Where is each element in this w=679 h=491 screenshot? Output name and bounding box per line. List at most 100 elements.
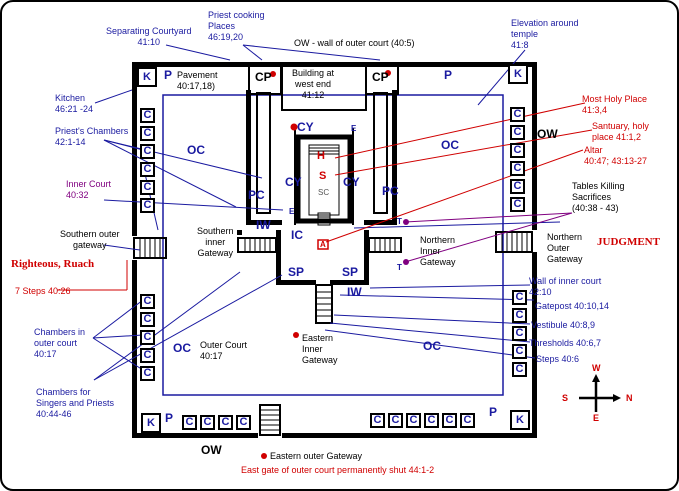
inner-wall-mark-e: IW [347,285,362,299]
gatepost-label: Gatepost 40:10,14 [535,301,610,311]
chamber-ne4: C [512,344,527,359]
table-mark-1: T [397,217,402,226]
cooking-mark-n: CP [372,70,389,84]
outer-court-mark-se: OC [423,339,441,353]
inner-wall-mark-s: IW [256,218,271,232]
altar-letter: A [320,240,326,249]
purple-pointer-lines [404,212,573,263]
courtyard-mark-w: CY [297,120,314,134]
sanctuary-mark: S [319,170,327,182]
separating-mark: SC [318,188,330,197]
gatepost-mark-n: SP [342,265,359,279]
steps-label: Steps 40:6 [536,354,580,364]
outer-court-mark-w: OC [187,143,205,157]
kitchen-label: Kitchen 46:21 -24 [55,93,94,114]
chamber-ne2: C [512,308,527,323]
chamber-sw1: C [140,294,155,309]
priest-cooking-label: Priest cooking Places 46:19,20 [208,10,265,42]
gatepost-mark-s: SP [288,265,305,279]
outer-wall [132,62,537,438]
west-building [281,65,367,111]
pavement-mark-se: P [489,405,498,419]
chamber-b8: C [424,413,439,428]
inner-court-mark: IC [291,228,303,242]
inner-court-label: Inner Court 40:32 [66,179,112,200]
seven-steps-label: 7 Steps 40:26 [15,286,71,296]
vestibule-label: Vestibule 40:8,9 [531,320,596,330]
outer-court-line [162,94,504,396]
compass-e: E [593,413,600,423]
east-gate-shut-label: East gate of outer court permanently shu… [241,465,435,475]
elevation-label: Elevation around temple 41:8 [511,18,579,50]
kitchen-nw: K [137,67,157,87]
chamber-w1: C [140,108,155,123]
chamber-b7: C [406,413,421,428]
outer-court-mark-sw: OC [173,341,191,355]
holy-mark: H [317,150,325,162]
kitchen-ne: K [508,64,528,84]
eastern-outer-label: Eastern outer Gateway [270,451,363,461]
chamber-w2: C [140,126,155,141]
chamber-e6: C [510,197,525,212]
courtyard-mark-s: CY [285,175,302,189]
chamber-b9: C [442,413,457,428]
chamber-b3: C [218,415,233,430]
northern-inner-gateway [368,237,402,253]
eastern-inner-label: Eastern Inner Gateway [302,333,338,365]
red-pointer-lines [57,102,593,291]
chamber-w6: C [140,198,155,213]
elevation-mark-n: E [351,124,357,133]
compass-s: S [562,393,569,403]
pavement-mark-ne: P [444,68,453,82]
chambers-outer-label: Chambers in outer court 40:17 [34,327,86,359]
wall-inner-label: Wall of inner court 42:10 [529,276,602,297]
pavement-mark-nw: P [164,68,173,82]
singers-chambers-label: Chambers for Singers and Priests 40:44-4… [36,387,115,419]
elevation-mark-s: E [289,207,295,216]
markers [261,70,409,459]
chamber-b2: C [200,415,215,430]
northern-outer-gateway [495,231,533,253]
cooking-mark-s: CP [255,70,272,84]
eastern-inner-gateway [315,284,333,324]
chamber-w5: C [140,180,155,195]
southern-inner-label: Southern inner Gateway [197,226,234,258]
pavement-mark-sw: P [165,411,174,425]
southern-outer-gateway [133,237,167,259]
chamber-b10: C [460,413,475,428]
altar-mark [317,239,329,250]
chamber-w4: C [140,162,155,177]
chamber-e3: C [510,143,525,158]
chamber-ne3: C [512,326,527,341]
separating-courtyard-label: Separating Courtyard 41:10 [106,26,192,47]
eastern-outer-gateway [259,404,281,436]
temple-structure [294,128,354,226]
compass-n: N [626,393,633,403]
chamber-sw4: C [140,348,155,363]
outer-wall-bottom-label: OW [201,443,222,457]
chamber-sw3: C [140,330,155,345]
chamber-e1: C [510,107,525,122]
thresholds-label: Thresholds 40:6,7 [529,338,602,348]
courtyard-mark-n: CY [343,175,360,189]
chamber-w3: C [140,144,155,159]
chamber-b6: C [388,413,403,428]
chamber-b4: C [236,415,251,430]
chamber-b1: C [182,415,197,430]
righteous-label: Righteous, Ruach [11,258,95,270]
outer-court-label: Outer Court 40:17 [200,340,248,361]
chamber-b5: C [370,413,385,428]
chamber-sw2: C [140,312,155,327]
chamber-ne5: C [512,362,527,377]
judgment-label: JUDGMENT [597,236,660,248]
most-holy-label: Most Holy Place 41:3,4 [582,94,648,115]
compass [579,374,621,412]
northern-outer-label: Northern Outer Gateway [547,232,583,264]
priest-chamber-mark-n: PC [382,184,399,198]
kitchen-sw: K [141,413,161,433]
table-mark-2: T [397,263,402,272]
northern-inner-label: Northern Inner Gateway [420,235,456,267]
